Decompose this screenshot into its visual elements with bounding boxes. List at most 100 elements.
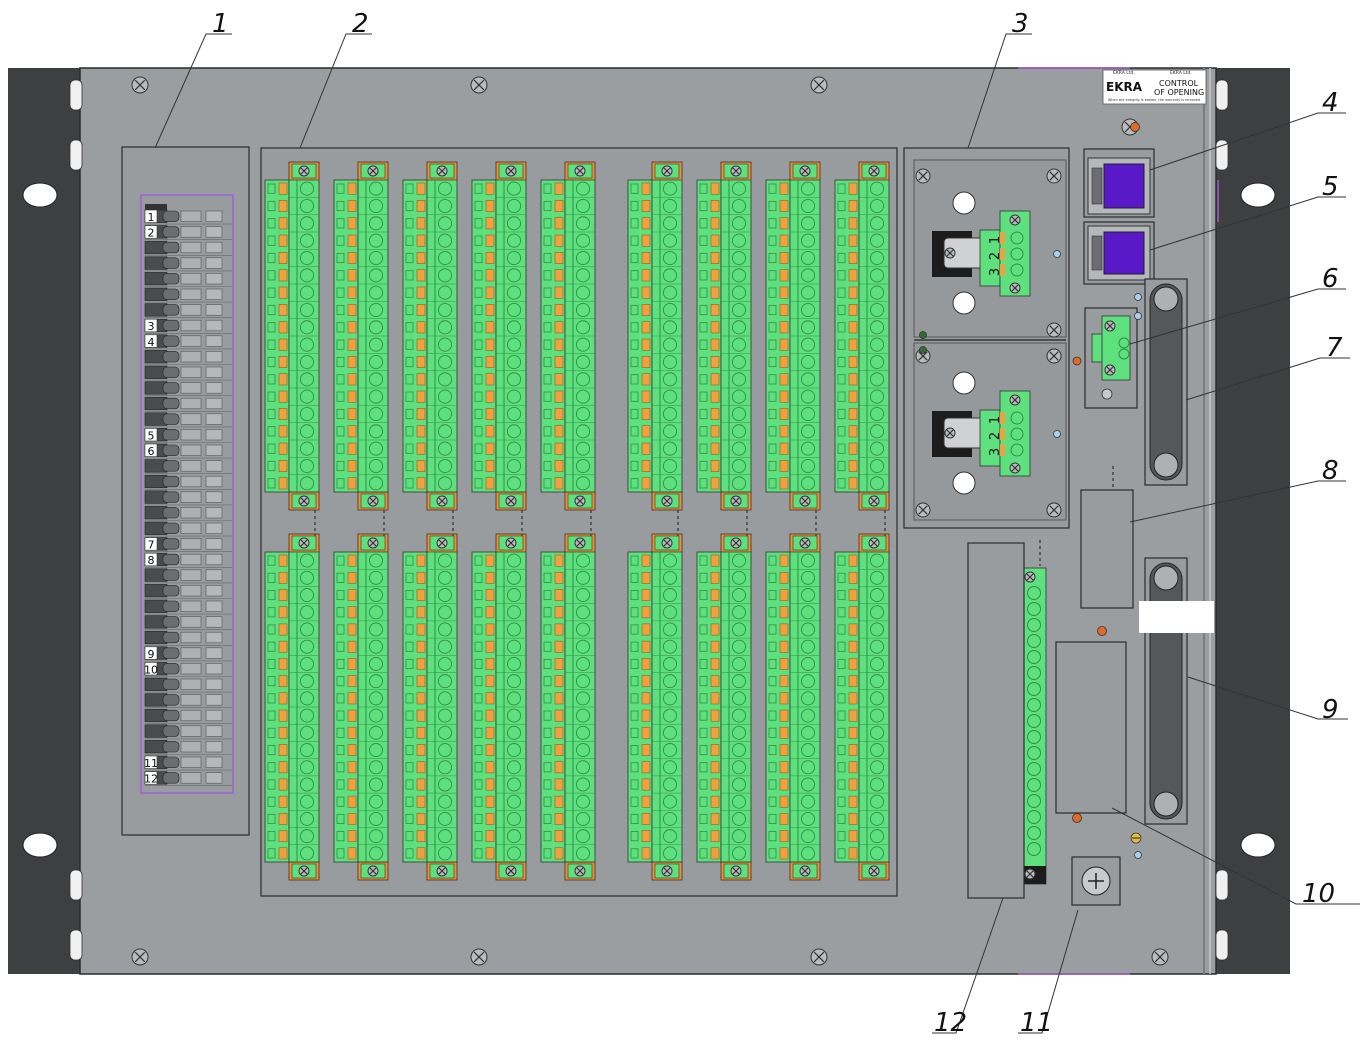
block-1-terminal-row: [144, 740, 232, 755]
rack-bolt: [1215, 139, 1229, 171]
screw-icon: [1104, 364, 1116, 376]
callout-number: 4: [1322, 88, 1339, 118]
rack-bolt: [69, 929, 83, 961]
screw-icon: [799, 865, 811, 877]
block-1-terminal-row: [144, 584, 232, 599]
screw-icon: [661, 495, 673, 507]
green-terminal-connector: [264, 533, 320, 881]
green-terminal-connector: [696, 533, 752, 881]
green-terminal-connector: [333, 533, 389, 881]
terminal-number-tag: [144, 771, 158, 785]
block-1-terminal-row: [144, 615, 232, 631]
screw-icon: [436, 537, 448, 549]
block-1-terminal-row: [144, 272, 232, 287]
block-1-terminal-row: [144, 287, 232, 303]
callout-number: 5: [1322, 172, 1339, 202]
terminal-number: 2: [148, 227, 155, 240]
led-icon: [1101, 388, 1113, 400]
terminal-number: 12: [144, 773, 158, 786]
panel-handle[interactable]: [1144, 278, 1188, 486]
green-terminal-connector: [540, 161, 596, 511]
screw-icon: [868, 537, 880, 549]
block-1-terminal-row: [144, 365, 232, 381]
callout-leader-line: [1187, 676, 1348, 720]
callout-number: 2: [352, 9, 369, 39]
pin-number: 3: [988, 448, 1003, 456]
screw-icon: [799, 495, 811, 507]
screw-icon: [799, 165, 811, 177]
terminal-number: 3: [148, 320, 155, 333]
callout-number: 7: [1326, 333, 1343, 363]
pin-number: 2: [988, 252, 1003, 260]
screw-icon: [505, 165, 517, 177]
block-1-terminal-row: [144, 396, 232, 412]
seal-line-1: CONTROL: [1159, 79, 1199, 88]
block-1-strip-outline: [140, 194, 234, 794]
screw-icon: [944, 247, 956, 259]
green-terminal-connector: [402, 533, 458, 881]
terminal-number-tag: [144, 318, 158, 333]
power-module: 123: [915, 348, 1062, 518]
block-1-terminal-row: [144, 240, 232, 256]
callout-number: 3: [1012, 9, 1029, 39]
rack-bolt: [1215, 869, 1229, 901]
callout-number: 10: [1302, 879, 1335, 909]
screw-icon: [868, 865, 880, 877]
rj45-port-icon: [1087, 225, 1151, 281]
screw-icon: [730, 537, 742, 549]
terminal-number: 10: [144, 663, 158, 676]
terminal-number-tag: [144, 755, 158, 769]
green-terminal-connector: [264, 161, 320, 511]
screw-icon: [367, 495, 379, 507]
block-1-terminal-row: [144, 708, 232, 724]
power-switch-icon: [932, 411, 985, 457]
screw-icon: [810, 76, 828, 94]
terminal-number-tag: [144, 552, 158, 567]
rack-bolt: [69, 139, 83, 171]
terminal-number: 4: [148, 336, 155, 349]
rack-bolt: [69, 869, 83, 901]
power-terminal-connector: 123: [979, 390, 1031, 477]
green-terminal-connector: [834, 533, 890, 881]
callout-leader-line: [932, 897, 1004, 1034]
rack-mount-hole: [22, 832, 58, 858]
callout-number: 12: [934, 1008, 967, 1037]
screw-icon: [436, 865, 448, 877]
block-12-frame: [967, 542, 1025, 899]
screw-icon: [298, 537, 310, 549]
terminal-number-tag: [144, 225, 158, 239]
block-8-frame: [1080, 489, 1134, 609]
rack-bolt: [1215, 929, 1229, 961]
ground-screw-icon: [1081, 866, 1111, 896]
terminal-number: 6: [148, 445, 155, 458]
block-1-terminal-row: [144, 381, 232, 397]
pin-number: 1: [988, 416, 1003, 424]
screw-icon: [730, 165, 742, 177]
screw-icon: [436, 165, 448, 177]
screw-icon: [505, 495, 517, 507]
right-rack-ear: [1212, 68, 1290, 974]
seal-company-right: EKRA Ltd.: [1170, 70, 1192, 76]
screw-icon: [661, 865, 673, 877]
block-1-terminal-row: [144, 724, 232, 740]
block-1-terminal-row: [144, 521, 232, 537]
screw-icon: [367, 537, 379, 549]
panel-handle[interactable]: [1144, 557, 1188, 825]
callout-leader-line: [1129, 480, 1346, 523]
terminal-number: 1: [148, 211, 155, 224]
block-1-terminal-row: [144, 474, 232, 490]
block-1-terminal-row: [144, 303, 232, 319]
callout-number: 8: [1322, 456, 1339, 486]
rack-mount-hole: [1240, 832, 1276, 858]
rack-mount-hole: [22, 182, 58, 208]
callout-number: 1: [212, 9, 229, 39]
terminal-number: 11: [144, 757, 158, 770]
screw-icon: [470, 76, 488, 94]
callout-leader-line: [1129, 288, 1346, 345]
callout-number: 6: [1322, 264, 1339, 294]
left-rack-ear: [8, 68, 86, 974]
screw-icon: [661, 537, 673, 549]
callout-leader-line: [1111, 807, 1360, 905]
screw-icon: [436, 495, 448, 507]
rack-mount-hole: [1240, 182, 1276, 208]
